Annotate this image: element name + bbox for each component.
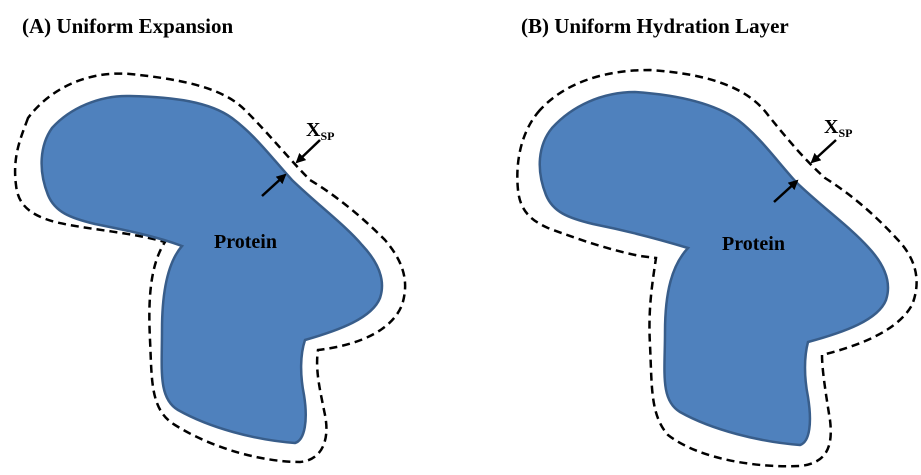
panel-b-hydration-boundary (516, 68, 918, 468)
panel-b-xsp-label: XSP (824, 116, 852, 140)
panel-a-xsp-subscript: SP (320, 129, 334, 143)
panel-a-xsp-label: XSP (306, 119, 334, 143)
panel-b-inner-arrow (773, 179, 799, 203)
panel-a-expanded-boundary (13, 72, 407, 464)
panel-b-protein-shape (538, 90, 890, 447)
panel-a-xsp-main: X (306, 119, 321, 141)
panel-b-title: (B) Uniform Hydration Layer (521, 14, 789, 38)
panel-b: (B) Uniform Hydration Layer Protein XSP (516, 14, 918, 468)
panel-b-outer-arrow (810, 139, 837, 164)
panel-a-title: (A) Uniform Expansion (22, 14, 234, 38)
panel-a-inner-arrow (261, 173, 287, 197)
panel-a-protein-label: Protein (214, 231, 277, 253)
panel-a-outer-arrow (295, 139, 321, 164)
panel-a: (A) Uniform Expansion Protein XSP (13, 14, 407, 464)
panel-b-protein-label: Protein (722, 233, 785, 255)
panel-a-protein-shape (40, 94, 384, 445)
panel-b-xsp-subscript: SP (838, 126, 852, 140)
panel-b-xsp-main: X (824, 116, 839, 138)
